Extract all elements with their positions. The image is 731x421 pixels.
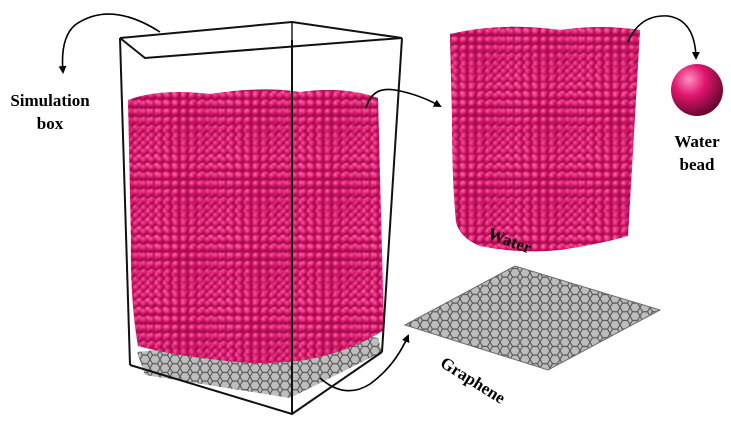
water-bead-label-line2: bead bbox=[680, 155, 716, 174]
water-bead-sphere-icon bbox=[671, 64, 723, 116]
simulation-box-front-edges bbox=[119, 37, 403, 416]
water-block bbox=[450, 26, 640, 252]
box-water-block bbox=[128, 89, 384, 363]
graphene-label: Graphene bbox=[437, 353, 509, 408]
water-bead-label-line1: Water bbox=[674, 132, 720, 151]
curved-arrow-icon bbox=[58, 13, 700, 392]
simulation-box-label-line2: box bbox=[37, 114, 64, 133]
simulation-box-label-line1: Simulation bbox=[10, 91, 90, 110]
graphene-sheet bbox=[403, 265, 662, 371]
